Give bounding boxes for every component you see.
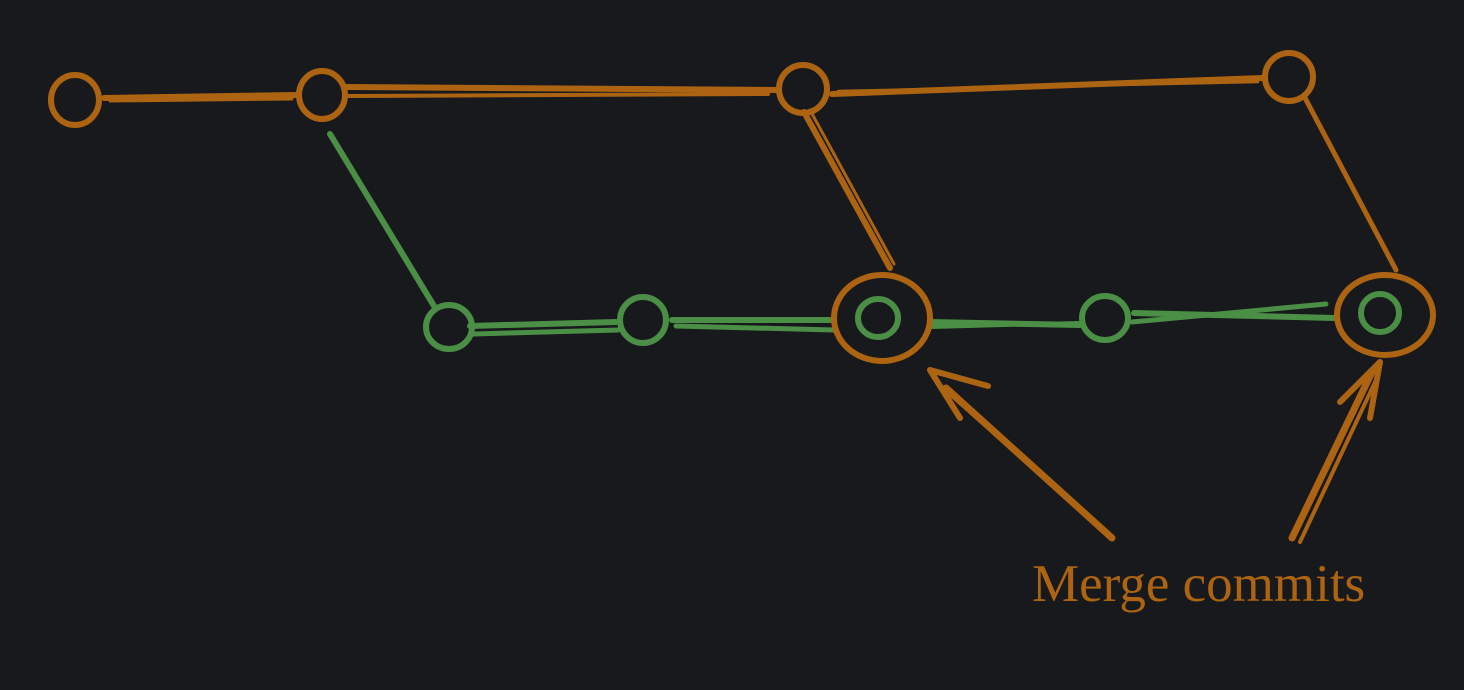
commit-node <box>423 302 475 352</box>
main-to-merge-2-edge <box>1301 93 1399 273</box>
arrow-to-merge-2-sketch <box>1298 378 1378 544</box>
main-edge-2-3 <box>343 84 779 93</box>
feature-branch-edges <box>327 131 1337 337</box>
merge-commit-rings <box>831 272 1436 364</box>
main-to-merge-1-edge-sketch <box>808 108 896 266</box>
feature-edge-4-5 <box>1131 310 1337 321</box>
feature-edge-1-2 <box>467 319 619 329</box>
branch-off-edge <box>327 131 437 309</box>
main-edge-3-4-sketch <box>836 80 1260 93</box>
commit-node <box>1262 50 1316 104</box>
commit-node <box>296 68 348 122</box>
feature-edge-2-3-sketch <box>673 323 837 333</box>
merge-commit-node-inner <box>1358 291 1402 335</box>
commit-node <box>617 294 669 346</box>
arrow-head-1 <box>927 367 991 421</box>
arrow-head-2 <box>1337 359 1383 421</box>
main-to-merge-1-edge <box>801 109 893 271</box>
feature-edge-1-2-sketch <box>471 327 621 337</box>
feature-branch-commits <box>423 291 1402 352</box>
annotation-arrows <box>927 359 1383 544</box>
main-branch-commits <box>48 50 1316 128</box>
commit-node <box>776 62 830 116</box>
main-branch-edges <box>101 75 1399 273</box>
main-edge-1-2-sketch <box>108 97 294 103</box>
feature-edge-4-5-sketch <box>1129 301 1329 325</box>
merge-commits-label: Merge commits <box>1032 555 1366 613</box>
commit-node <box>48 72 102 128</box>
merge-commit-node-inner <box>855 296 901 340</box>
feature-edge-3-4-sketch <box>930 321 1080 329</box>
commit-node <box>1079 293 1131 343</box>
main-edge-2-3-sketch <box>342 92 770 98</box>
main-edge-1-2 <box>101 92 299 101</box>
arrow-to-merge-1-sketch <box>950 394 1106 532</box>
arrow-to-merge-2 <box>1288 368 1376 542</box>
merge-commit-ring <box>1334 272 1436 358</box>
merge-commit-ring <box>831 272 933 364</box>
